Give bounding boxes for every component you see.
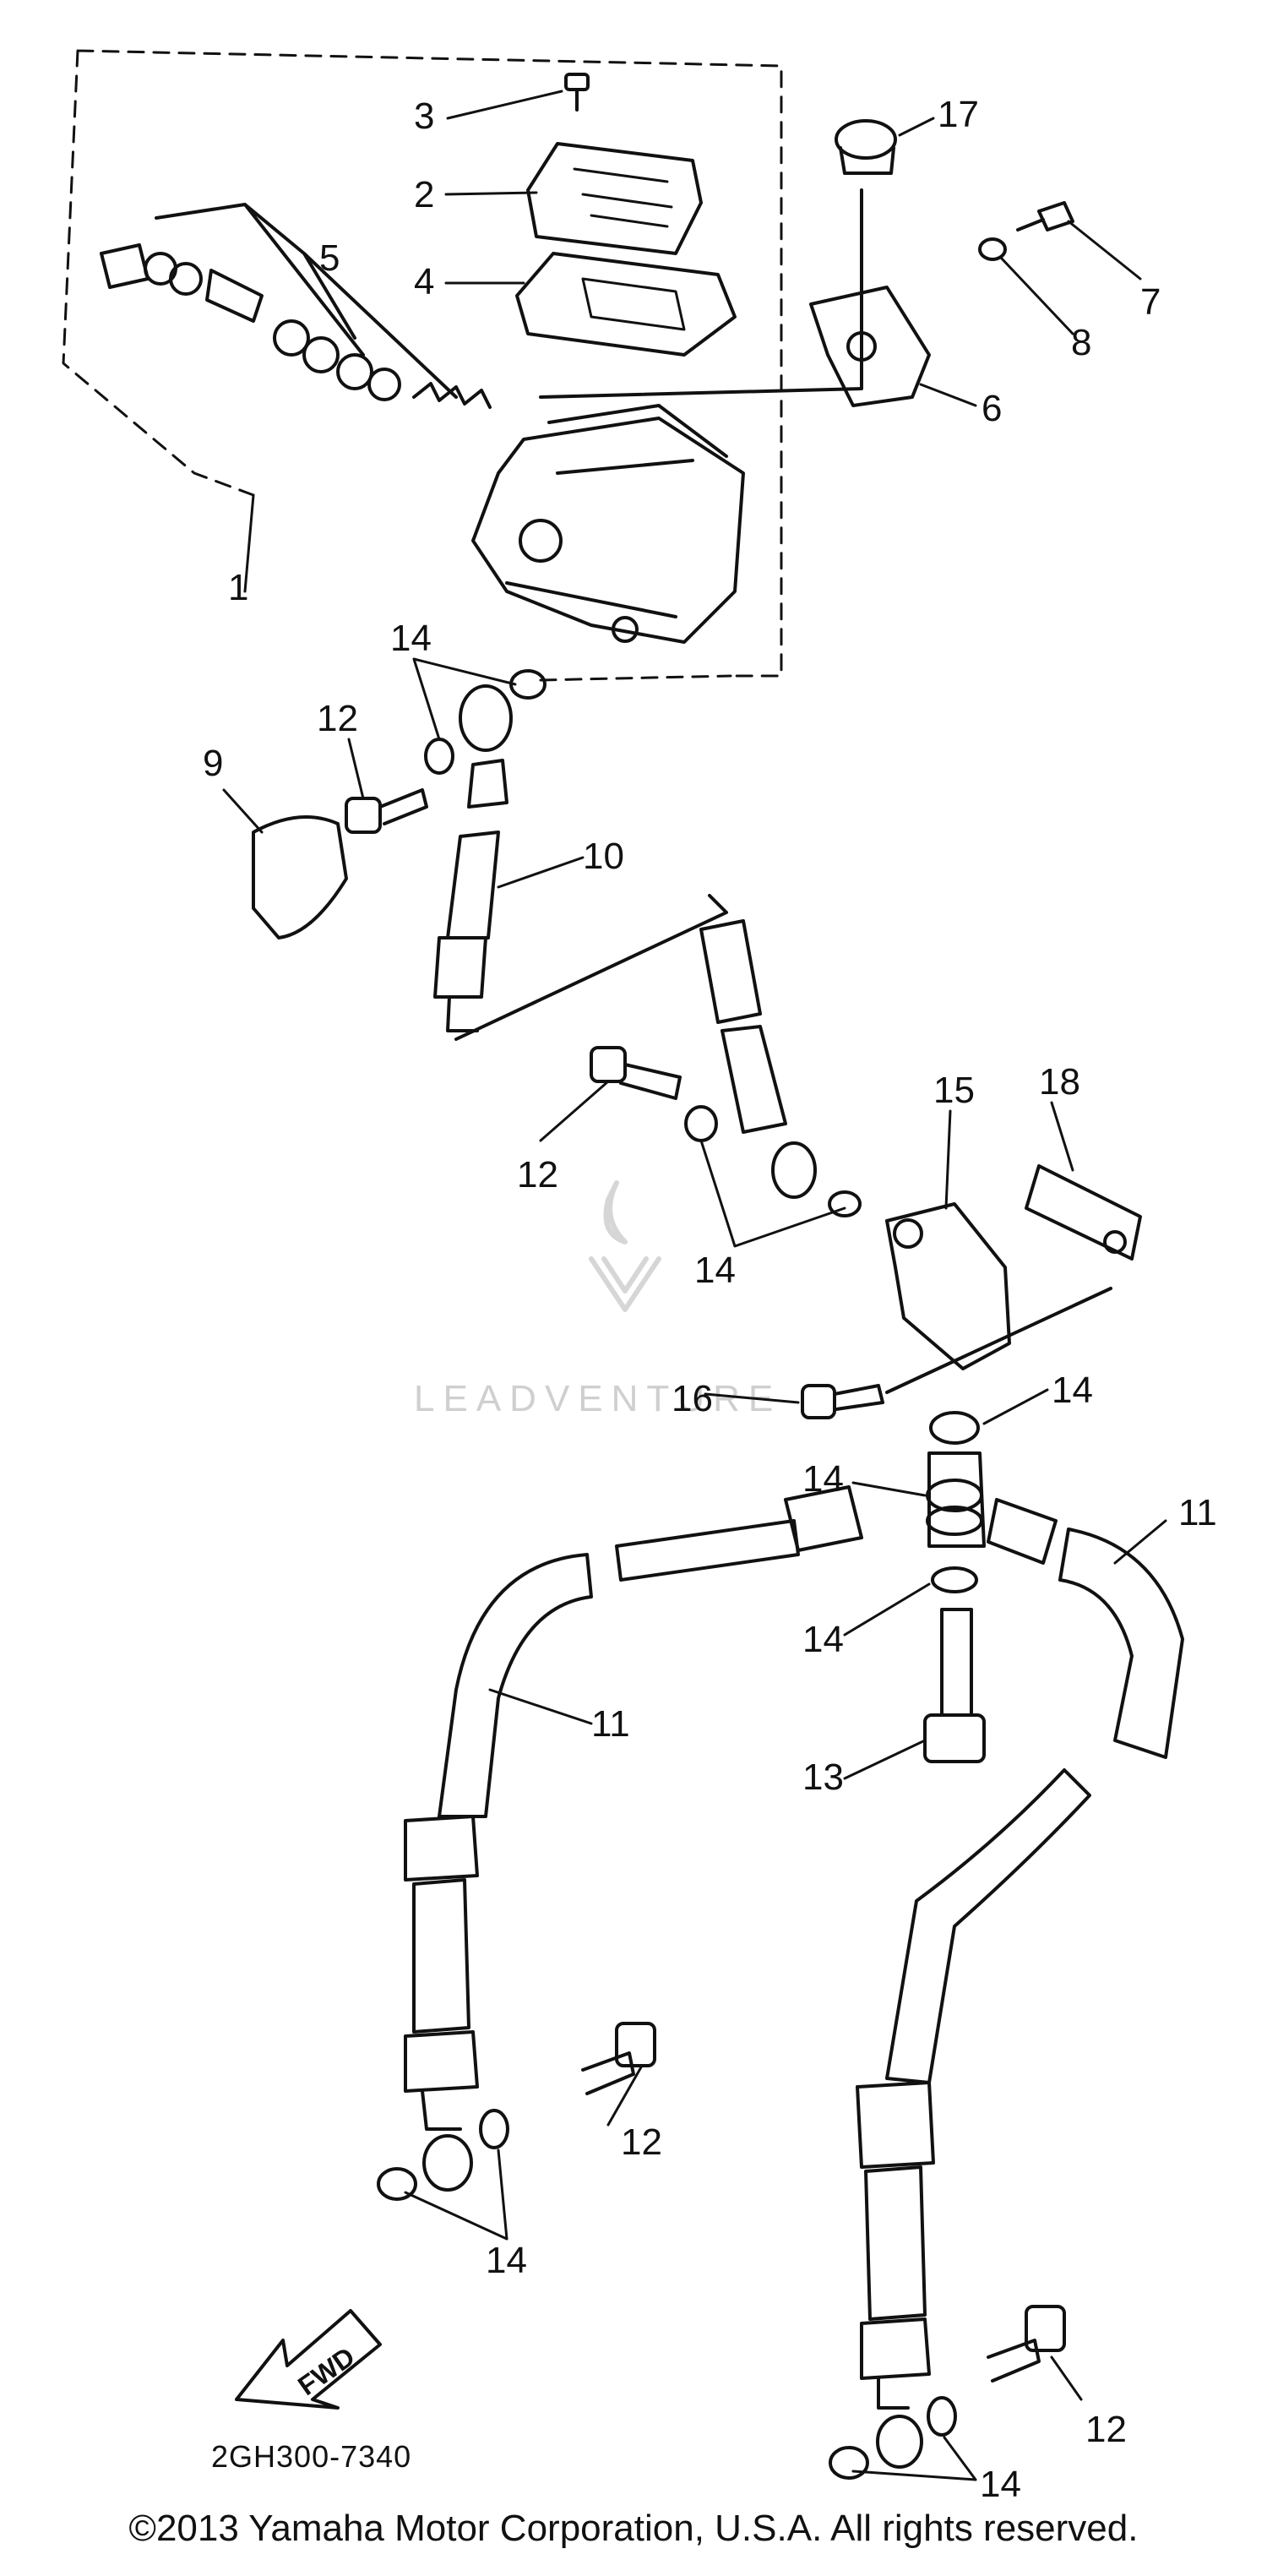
label-part-7: 7 (1140, 281, 1161, 323)
bolt-part-7 (1016, 201, 1074, 231)
label-part-8: 8 (1071, 322, 1091, 363)
label-part-2: 2 (414, 174, 434, 215)
diagram-code: 2GH300-7340 (211, 2439, 411, 2474)
fwd-arrow-icon (235, 2309, 382, 2410)
label-part-12c: 12 (621, 2121, 662, 2163)
label-part-4: 4 (414, 261, 434, 302)
brake-hose-mid (699, 919, 817, 1199)
label-part-14f: 14 (486, 2240, 527, 2281)
label-part-14d: 14 (802, 1458, 844, 1500)
piston-kit-part-5 (100, 203, 492, 409)
union-bolt-part-13 (923, 1608, 986, 1763)
label-part-11a: 11 (591, 1703, 630, 1745)
reservoir-cap-part-2 (526, 142, 703, 255)
label-part-12a: 12 (317, 698, 358, 739)
label-part-14b: 14 (694, 1250, 736, 1291)
screw-part-3 (564, 73, 590, 112)
watermark-logo (589, 1180, 661, 1312)
bolt-part-16 (801, 1287, 1112, 1419)
label-part-17: 17 (938, 94, 979, 135)
washer-part-14d (828, 1190, 862, 1217)
label-part-14c: 14 (1052, 1370, 1093, 1411)
assembly-box (62, 49, 783, 678)
banjo-bolt-part-12d (987, 2305, 1066, 2383)
master-cylinder-body (471, 404, 745, 644)
washer-part-14f (829, 2396, 957, 2480)
label-part-6: 6 (982, 388, 1002, 429)
boot-part-9 (252, 815, 348, 939)
label-part-1: 1 (228, 567, 248, 608)
label-part-3: 3 (414, 95, 434, 137)
banjo-bolt-part-12c (581, 2022, 656, 2095)
hose-joint-part-15 (885, 1202, 1011, 1370)
watermark-text: LEADVENTURE (414, 1378, 781, 1419)
label-part-5: 5 (319, 237, 340, 279)
brake-hose-part-11-right (856, 1498, 1184, 2469)
leader-lines (222, 90, 1167, 2481)
diaphragm-part-4 (515, 252, 737, 357)
assembly-box-bottom (539, 674, 732, 682)
label-part-10: 10 (583, 836, 624, 877)
banjo-bolt-part-12b (590, 1046, 682, 1100)
washer-part-14a (424, 738, 454, 775)
brake-hose-part-10 (433, 684, 728, 1041)
label-part-14a: 14 (390, 618, 432, 659)
label-part-9: 9 (203, 743, 223, 784)
washer-part-14e (377, 2109, 509, 2201)
label-part-16: 16 (672, 1378, 713, 1419)
label-part-11b: 11 (1178, 1492, 1217, 1533)
banjo-bolt-part-12a (345, 788, 428, 834)
washer-part-14c (684, 1105, 718, 1142)
label-part-14e: 14 (802, 1619, 844, 1660)
label-part-12b: 12 (517, 1154, 558, 1195)
label-part-15: 15 (933, 1070, 975, 1111)
label-part-13: 13 (802, 1756, 844, 1798)
label-part-18: 18 (1039, 1061, 1080, 1103)
plate-part-18 (1025, 1164, 1142, 1261)
bracket-part-6 (809, 286, 931, 407)
cap-part-17 (539, 119, 897, 399)
brake-hose-part-11-left (404, 1485, 863, 2192)
washer-part-8 (978, 237, 1007, 261)
copyright-notice: ©2013 Yamaha Motor Corporation, U.S.A. A… (128, 2508, 1139, 2549)
three-way-joint (926, 1411, 986, 1593)
label-part-12d: 12 (1085, 2409, 1127, 2450)
label-part-14g: 14 (980, 2464, 1021, 2505)
